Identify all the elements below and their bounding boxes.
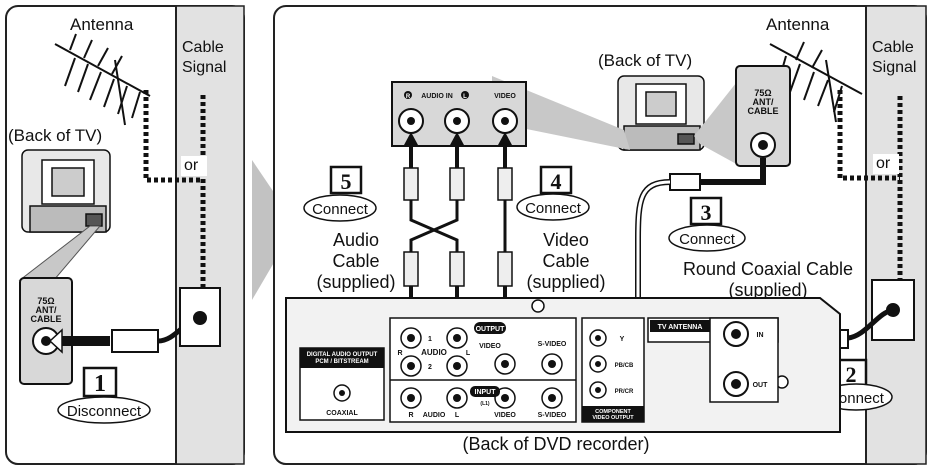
step-4-number: 4 — [551, 169, 562, 194]
component-y-label: Y — [620, 336, 625, 343]
tv-label-right: (Back of TV) — [598, 51, 692, 70]
or-label: or — [184, 157, 199, 174]
tv-audio-in-label: AUDIO IN — [421, 93, 453, 100]
antenna-icon — [54, 33, 151, 126]
input-l-label: L — [455, 412, 460, 419]
step-5-box — [329, 165, 363, 195]
output-r-label: R — [397, 350, 402, 357]
input-sub-label: (L1) — [480, 401, 490, 407]
tv-video-label: VIDEO — [494, 93, 516, 100]
zoom-wedge-tv-jack — [694, 78, 740, 166]
step-3-number: 3 — [701, 200, 712, 225]
cable-signal-band — [175, 5, 245, 465]
step-1-action: Disconnect — [67, 403, 142, 420]
dvd-recorder-label: (Back of DVD recorder) — [462, 434, 649, 454]
input-r-label: R — [408, 412, 413, 419]
input-video-label: VIDEO — [494, 412, 516, 419]
coax-plug — [111, 329, 159, 353]
step-1-oval — [57, 396, 151, 424]
av-plugs — [403, 167, 513, 287]
tv-audio-l: L — [463, 94, 467, 100]
step-2-action: Connect — [828, 390, 885, 407]
output-video-label: VIDEO — [479, 343, 501, 350]
coax-cable-to-tv — [700, 158, 766, 185]
step-2-number: 2 — [846, 362, 857, 387]
tv-label: (Back of TV) — [8, 126, 102, 145]
input-label: INPUT — [475, 389, 497, 396]
component-pr-label: PR/CR — [615, 389, 634, 395]
step-3-action: Connect — [679, 231, 736, 248]
tv-back-icon-right — [617, 75, 705, 151]
step-5-number: 5 — [341, 169, 352, 194]
step-3-box — [689, 196, 723, 226]
input-audio-label: AUDIO — [423, 412, 446, 419]
output-1-label: 1 — [428, 336, 432, 343]
coax-cable-label: Round Coaxial Cable(supplied) — [683, 259, 853, 300]
step-1-box — [82, 366, 118, 398]
antenna-label-right: Antenna — [766, 15, 830, 34]
tv-antenna-label: TV ANTENNA — [658, 324, 703, 331]
step-5-action: Connect — [312, 201, 369, 218]
coaxial-label: COAXIAL — [326, 410, 358, 417]
antenna-lead-right — [837, 90, 900, 181]
or-label-right: or — [876, 155, 891, 172]
tv-audio-r: R — [406, 94, 411, 100]
step-4-box — [539, 165, 573, 195]
output-svideo-label: S-VIDEO — [538, 341, 567, 348]
antenna-in-label: IN — [757, 332, 764, 339]
antenna-label: Antenna — [70, 15, 134, 34]
output-l-label: L — [466, 350, 471, 357]
output-2-label: 2 — [428, 364, 432, 371]
step-3-oval — [668, 224, 746, 252]
step-4-action: Connect — [525, 200, 582, 217]
step-5-oval — [303, 194, 377, 222]
antenna-lead — [143, 90, 203, 183]
antenna-out-label: OUT — [753, 382, 769, 389]
step-1-number: 1 — [94, 371, 106, 397]
output-audio-label: AUDIO — [421, 348, 447, 357]
tv-back-icon — [21, 149, 111, 233]
step-4-oval — [516, 193, 590, 221]
component-pb-label: PB/CB — [615, 363, 634, 369]
input-svideo-label: S-VIDEO — [538, 412, 567, 419]
output-label: OUTPUT — [476, 326, 506, 333]
